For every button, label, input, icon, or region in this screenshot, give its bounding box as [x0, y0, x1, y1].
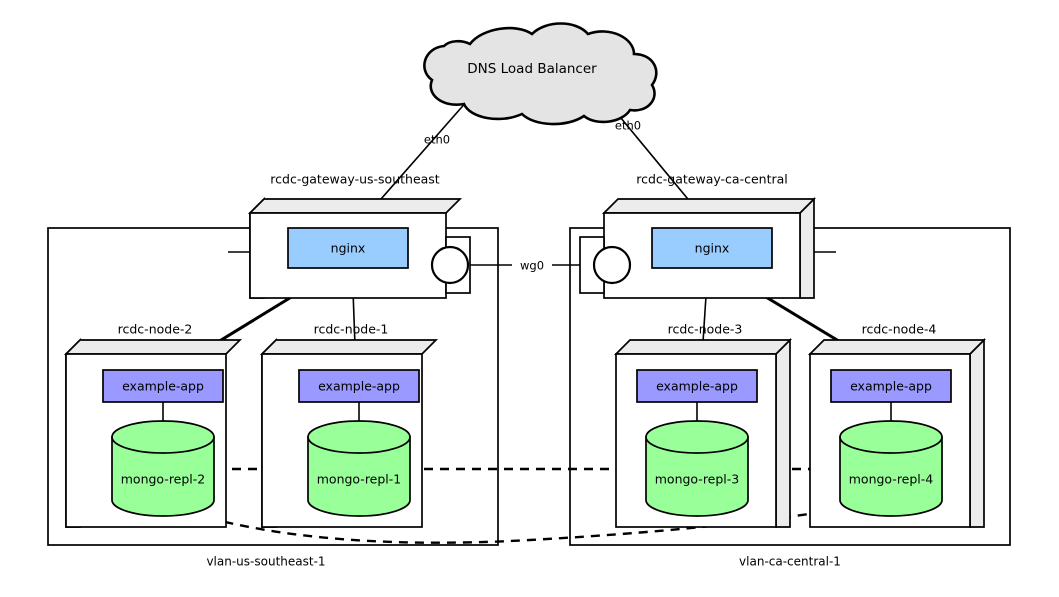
- gateway-us-southeast-title: rcdc-gateway-us-southeast: [270, 172, 440, 187]
- rcdc-node-1-title: rcdc-node-1: [314, 322, 389, 337]
- rcdc-node-3-title: rcdc-node-3: [668, 322, 743, 337]
- wireguard-endpoint-ca-central[interactable]: [592, 245, 632, 285]
- nginx-label-us-southeast: nginx: [331, 241, 366, 256]
- mongo-cylinder-node-3[interactable]: [645, 420, 749, 517]
- example-app-label-node-1: example-app: [318, 379, 400, 394]
- example-app-label-node-3: example-app: [656, 379, 738, 394]
- mongo-label-node-2: mongo-repl-2: [121, 472, 206, 487]
- gateway-ca-central-title: rcdc-gateway-ca-central: [636, 172, 788, 187]
- interface-label-wg0: wg0: [520, 259, 544, 273]
- node-rcdc-node-3[interactable]: rcdc-node-3 example-app mongo-repl-3: [613, 322, 793, 528]
- gateway-us-southeast[interactable]: rcdc-gateway-us-southeast nginx: [228, 172, 471, 299]
- mongo-cylinder-node-2-top: [111, 420, 215, 454]
- rcdc-node-3-top-panel: [613, 339, 793, 355]
- node-rcdc-node-1[interactable]: rcdc-node-1 example-app mongo-repl-1: [259, 322, 439, 528]
- gateway-ca-central[interactable]: rcdc-gateway-ca-central nginx: [579, 172, 836, 299]
- mongo-cylinder-node-4-top: [839, 420, 943, 454]
- cloud-shape: [423, 22, 658, 126]
- example-app-box-node-4[interactable]: [830, 369, 952, 403]
- interface-label-eth0-left: eth0: [424, 133, 450, 147]
- nginx-label-ca-central: nginx: [695, 241, 730, 256]
- mongo-label-node-1: mongo-repl-1: [317, 472, 402, 487]
- dns-load-balancer-cloud: DNS Load Balancer: [423, 22, 658, 126]
- mongo-cylinder-node-3-body: [645, 436, 749, 517]
- mongo-cylinder-node-1[interactable]: [307, 420, 411, 517]
- nginx-box-ca-central[interactable]: [651, 227, 773, 269]
- wireguard-endpoint-us-southeast[interactable]: [430, 245, 470, 285]
- vlan-label-ca-central: vlan-ca-central-1: [739, 555, 841, 569]
- vlan-label-us-southeast: vlan-us-southeast-1: [206, 555, 325, 569]
- gateway-us-southeast-top-panel: [247, 198, 463, 214]
- example-app-label-node-4: example-app: [850, 379, 932, 394]
- wg0-label-backing: [512, 256, 552, 274]
- mongo-cylinder-node-4-body: [839, 436, 943, 517]
- rcdc-node-2-top-panel: [63, 339, 243, 355]
- gateway-ca-central-top-panel: [601, 198, 817, 214]
- node-rcdc-node-2[interactable]: rcdc-node-2 example-app mongo-repl-2: [63, 322, 243, 528]
- mongo-cylinder-node-1-body: [307, 436, 411, 517]
- rcdc-node-4-top-panel: [807, 339, 987, 355]
- mongo-label-node-4: mongo-repl-4: [849, 472, 934, 487]
- example-app-box-node-1[interactable]: [298, 369, 420, 403]
- rcdc-node-2-title: rcdc-node-2: [118, 322, 193, 337]
- cloud-label: DNS Load Balancer: [467, 61, 597, 77]
- nginx-box-us-southeast[interactable]: [287, 227, 409, 269]
- mongo-cylinder-node-2[interactable]: [111, 420, 215, 517]
- example-app-label-node-2: example-app: [122, 379, 204, 394]
- gateway-ca-central-side-panel: [799, 196, 815, 299]
- mongo-cylinder-node-2-body: [111, 436, 215, 517]
- mongo-label-node-3: mongo-repl-3: [655, 472, 740, 487]
- example-app-box-node-2[interactable]: [102, 369, 224, 403]
- rcdc-node-4-side-panel: [969, 337, 985, 528]
- rcdc-node-3-side-panel: [775, 337, 791, 528]
- mongo-cylinder-node-1-top: [307, 420, 411, 454]
- edge-mongo-replication-arc: [162, 498, 889, 544]
- rcdc-node-4-title: rcdc-node-4: [862, 322, 937, 337]
- mongo-cylinder-node-4[interactable]: [839, 420, 943, 517]
- node-rcdc-node-4[interactable]: rcdc-node-4 example-app mongo-repl-4: [807, 322, 987, 528]
- example-app-box-node-3[interactable]: [636, 369, 758, 403]
- rcdc-node-1-top-panel: [259, 339, 439, 355]
- mongo-cylinder-node-3-top: [645, 420, 749, 454]
- interface-label-eth0-right: eth0: [615, 119, 641, 133]
